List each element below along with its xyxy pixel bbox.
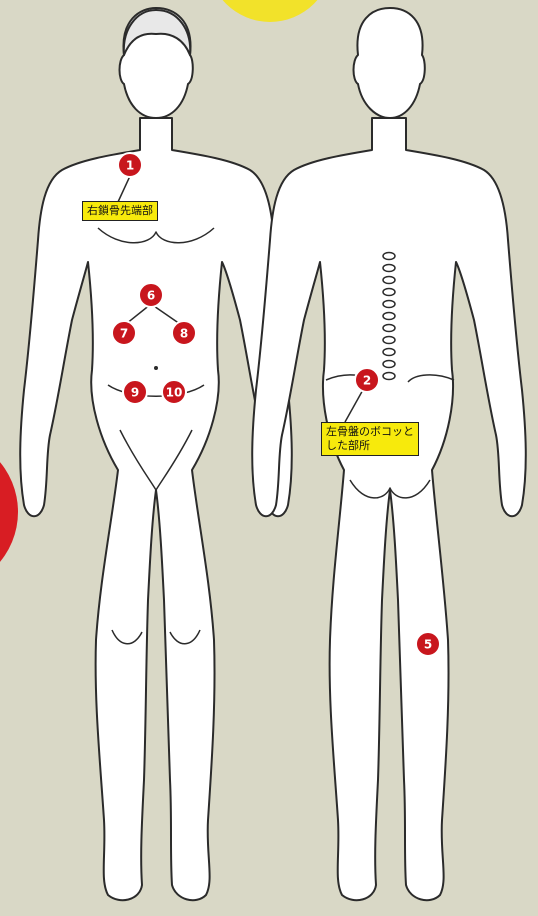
callout-right-clavicle: 右鎖骨先端部: [82, 201, 158, 221]
marker-7: 7: [112, 321, 136, 345]
marker-2: 2: [355, 368, 379, 392]
marker-7-label: 7: [120, 327, 128, 341]
marker-10: 10: [162, 380, 186, 404]
red-circle-decoration: [0, 434, 18, 590]
marker-2-label: 2: [363, 374, 371, 388]
marker-5: 5: [416, 632, 440, 656]
marker-1-label: 1: [126, 159, 134, 173]
callout-right-clavicle-text: 右鎖骨先端部: [87, 204, 153, 217]
marker-8-label: 8: [180, 327, 188, 341]
marker-6-label: 6: [147, 289, 155, 303]
callout-left-pelvis-line1: 左骨盤のボコッと: [326, 425, 414, 439]
marker-9-label: 9: [131, 386, 139, 400]
marker-1: 1: [118, 153, 142, 177]
callout-left-pelvis-line2: した部所: [326, 439, 414, 453]
front-body-figure: [20, 8, 292, 900]
yellow-circle-decoration: [208, 0, 332, 22]
marker-10-label: 10: [166, 386, 183, 400]
marker-5-label: 5: [424, 638, 432, 652]
marker-6: 6: [139, 283, 163, 307]
marker-9: 9: [123, 380, 147, 404]
callout-left-pelvis: 左骨盤のボコッと した部所: [321, 422, 419, 456]
marker-8: 8: [172, 321, 196, 345]
